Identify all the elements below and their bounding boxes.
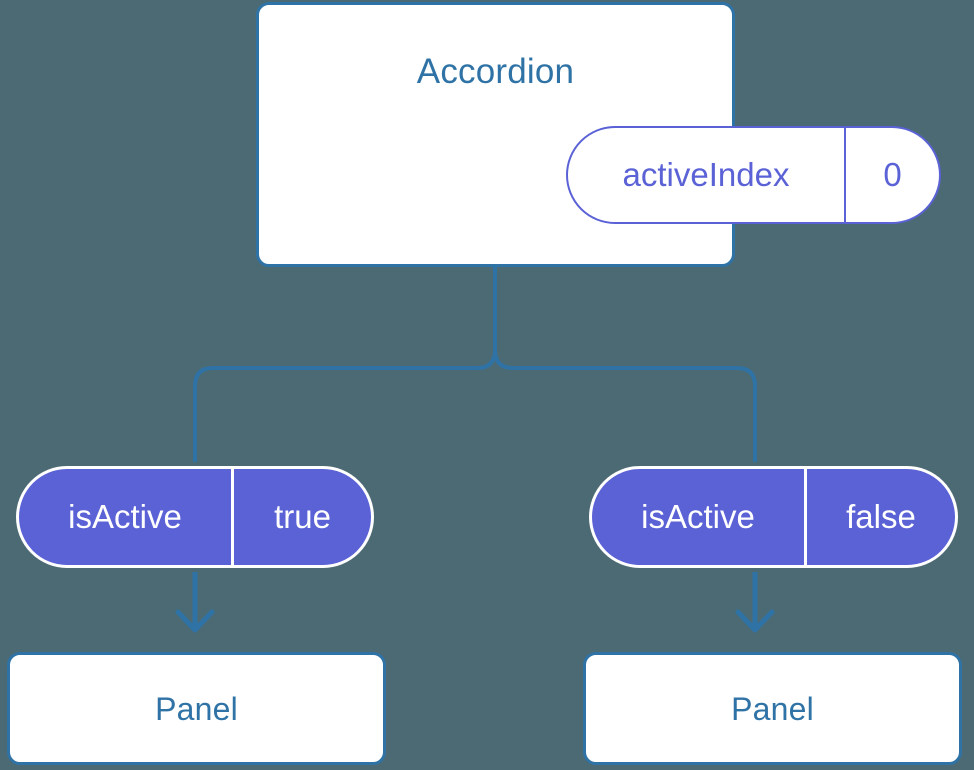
node-panel-right-title: Panel xyxy=(731,691,814,727)
prop-is-active-right[interactable]: isActive false xyxy=(589,466,958,568)
arrow-down-icon xyxy=(735,609,775,633)
node-panel-right[interactable]: Panel xyxy=(583,652,962,765)
arrow-down-icon xyxy=(175,609,215,633)
prop-is-active-left-value: true xyxy=(274,498,331,535)
prop-is-active-left[interactable]: isActive true xyxy=(16,466,374,568)
node-panel-left[interactable]: Panel xyxy=(7,652,386,765)
prop-active-index-key: activeIndex xyxy=(568,128,846,222)
prop-is-active-right-value: false xyxy=(846,498,916,535)
prop-is-active-left-key: isActive xyxy=(19,469,234,565)
connector-root-to-right xyxy=(493,267,757,462)
connector-root-to-left xyxy=(193,349,497,462)
prop-active-index-value: 0 xyxy=(883,156,902,193)
prop-active-index[interactable]: activeIndex 0 xyxy=(566,126,941,224)
node-accordion-title: Accordion xyxy=(416,52,575,91)
node-accordion[interactable]: Accordion activeIndex 0 xyxy=(256,2,941,267)
node-panel-left-title: Panel xyxy=(155,691,238,727)
prop-is-active-right-key: isActive xyxy=(592,469,807,565)
